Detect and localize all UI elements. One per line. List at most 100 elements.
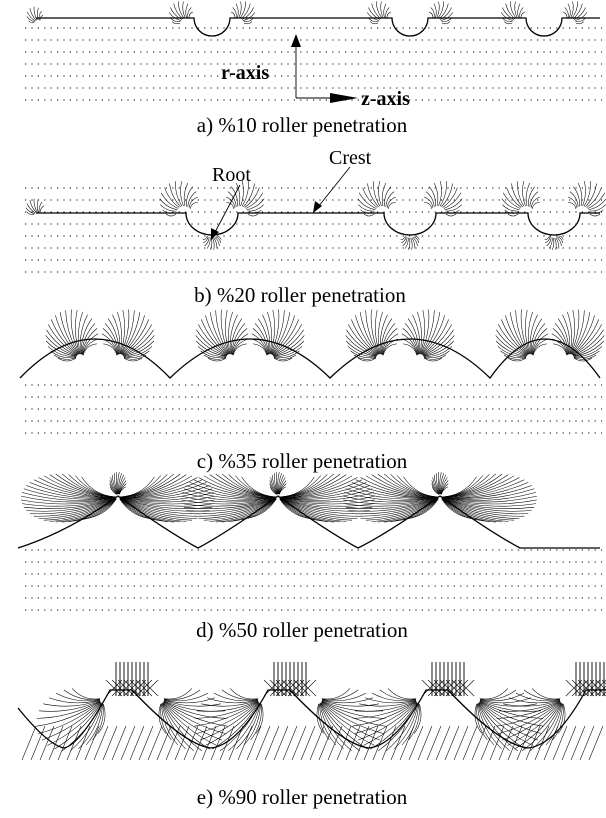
flow-line: [359, 699, 417, 707]
root-label: Root: [212, 164, 251, 186]
flow-line: [197, 346, 227, 357]
thread-outline: [36, 17, 600, 37]
bottom-flow-line: [435, 725, 451, 761]
flow-line: [271, 474, 278, 495]
flow-line: [562, 314, 571, 355]
flow-line: [162, 702, 217, 746]
flow-line: [577, 182, 583, 207]
flow-line: [589, 209, 604, 214]
flow-line: [572, 329, 604, 356]
flow-line: [351, 482, 439, 499]
flow-line: [119, 498, 155, 520]
flow-line: [439, 181, 447, 207]
flow-line: [119, 497, 213, 509]
flow-line: [441, 497, 537, 507]
flow-line: [279, 497, 375, 507]
flow-line: [479, 700, 542, 712]
bottom-flow-line: [57, 725, 73, 761]
bottom-flow-line: [579, 725, 595, 761]
flow-line: [441, 488, 535, 500]
flow-line: [321, 689, 359, 700]
flow-line: [229, 314, 238, 355]
flow-line: [119, 498, 174, 523]
flow-line: [47, 346, 77, 357]
flow-line: [120, 309, 130, 355]
bottom-flow-line: [75, 725, 91, 761]
flow-line: [101, 333, 118, 355]
flow-line: [38, 201, 43, 213]
flow-line: [545, 703, 563, 746]
bottom-flow-line: [498, 725, 514, 761]
flow-line: [110, 477, 118, 495]
flow-line: [80, 318, 93, 355]
flow-line: [198, 477, 277, 498]
flow-line: [187, 7, 192, 19]
flow-line: [273, 354, 297, 360]
flow-line: [421, 315, 445, 355]
flow-line: [567, 3, 571, 19]
flow-line: [119, 486, 126, 495]
flow-line: [412, 237, 418, 247]
flow-line: [29, 8, 37, 21]
flow-line: [548, 237, 553, 249]
flow-line: [573, 7, 586, 20]
flow-line: [362, 187, 378, 208]
flow-line: [122, 329, 154, 356]
bottom-flow-line: [480, 725, 496, 761]
flow-line: [575, 17, 587, 23]
flow-line: [530, 196, 540, 208]
cross-hatch-line: [457, 679, 475, 697]
root-annotation: Root: [211, 164, 251, 240]
flow-line: [279, 498, 341, 523]
bottom-flow-line: [336, 725, 352, 761]
flow-line: [366, 12, 380, 21]
flow-line: [238, 1, 242, 19]
bottom-flow-line: [93, 725, 109, 761]
flow-line: [267, 311, 272, 355]
flow-line: [358, 192, 377, 209]
flow-line: [442, 187, 458, 208]
flow-line: [380, 1, 384, 19]
flow-line: [343, 495, 439, 503]
flow-line: [528, 186, 535, 207]
flow-line: [441, 498, 515, 521]
flow-line: [220, 309, 230, 355]
crest-label: Crest: [329, 147, 372, 169]
flow-line: [498, 701, 561, 734]
flow-line: [212, 237, 215, 250]
flow-line: [181, 495, 277, 503]
flow-line: [41, 702, 101, 741]
flow-line: [441, 498, 503, 523]
flow-line: [241, 476, 277, 498]
flow-line: [568, 196, 578, 208]
bottom-flow-line: [147, 725, 163, 761]
flow-line: [387, 688, 417, 700]
flow-line: [443, 192, 462, 209]
flow-line: [430, 7, 435, 19]
flow-line: [429, 186, 436, 207]
flow-line: [424, 202, 433, 209]
flow-line: [411, 237, 416, 249]
flow-line: [227, 191, 237, 208]
flow-line: [553, 343, 568, 356]
flow-line: [407, 318, 420, 355]
flow-line: [582, 181, 586, 207]
flow-line: [119, 498, 187, 522]
flow-line: [379, 689, 417, 700]
flow-line: [562, 11, 568, 19]
bottom-flow-line: [363, 725, 379, 761]
flow-line: [85, 703, 103, 746]
flow-line: [173, 3, 184, 20]
cross-hatch-line: [293, 679, 311, 697]
flow-line: [441, 498, 490, 522]
flow-line: [583, 181, 591, 207]
flow-line: [222, 473, 277, 498]
flow-line: [370, 21, 379, 25]
flow-line: [239, 1, 246, 19]
flow-line: [119, 498, 161, 521]
flow-line: [507, 357, 527, 362]
flow-line: [355, 479, 439, 498]
flow-line: [196, 340, 227, 357]
flow-line: [367, 17, 379, 23]
flow-line: [204, 237, 210, 247]
